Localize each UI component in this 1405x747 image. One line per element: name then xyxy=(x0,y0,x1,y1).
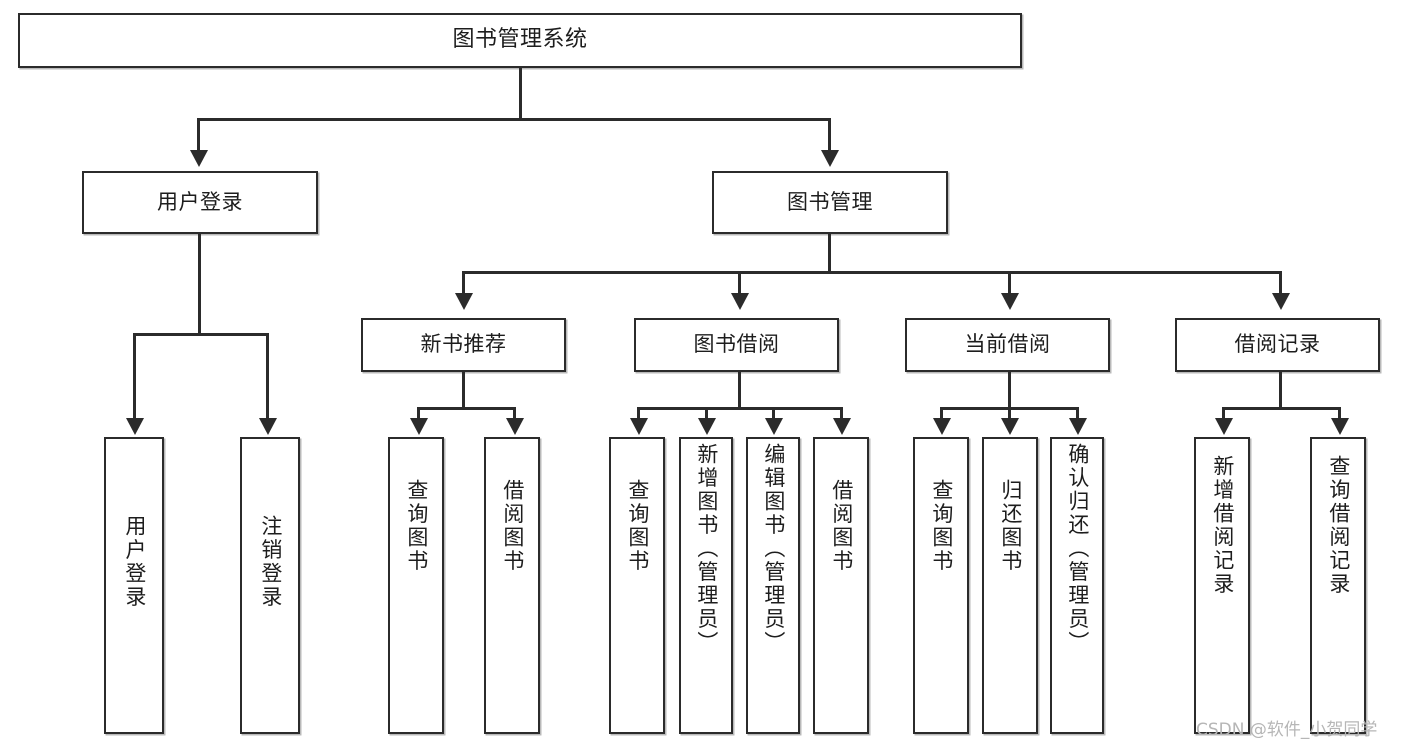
arrow-user-login xyxy=(190,150,208,167)
connector-user-login-bus xyxy=(133,333,269,336)
connector-drop-leaf-query-book-1 xyxy=(417,407,420,420)
connector-drop-leaf-confirm-return xyxy=(1076,407,1079,420)
node-borrow-record[interactable]: 借阅记录 xyxy=(1175,318,1380,372)
arrow-leaf-confirm-return xyxy=(1069,418,1087,435)
connector-current-borrow-stem xyxy=(1008,372,1011,410)
node-current-borrow-label: 当前借阅 xyxy=(964,332,1051,357)
connector-drop-leaf-borrow-book-2 xyxy=(840,407,843,420)
arrow-leaf-add-record xyxy=(1215,418,1233,435)
connector-drop-leaf-query-book-3 xyxy=(940,407,943,420)
node-new-book-recommend-label: 新书推荐 xyxy=(420,332,507,357)
connector-drop-borrow-record xyxy=(1279,271,1282,295)
node-root-label: 图书管理系统 xyxy=(452,27,588,53)
arrow-current-borrow xyxy=(1001,293,1019,310)
arrow-leaf-query-book-3 xyxy=(933,418,951,435)
arrow-leaf-borrow-book-1 xyxy=(506,418,524,435)
leaf-confirm-return[interactable]: 确认归还（管理员） xyxy=(1050,437,1104,734)
leaf-add-book[interactable]: 新增图书（管理员） xyxy=(679,437,733,734)
leaf-user-login-label: 用户登录 xyxy=(122,515,147,609)
connector-drop-leaf-query-record xyxy=(1338,407,1341,420)
connector-user-login-stem xyxy=(198,234,201,335)
connector-drop-new-book-recommend xyxy=(462,271,465,295)
leaf-query-book-2-label: 查询图书 xyxy=(625,479,650,573)
leaf-borrow-book-2-label: 借阅图书 xyxy=(829,479,854,573)
connector-drop-leaf-borrow-book-1 xyxy=(513,407,516,420)
leaf-edit-book[interactable]: 编辑图书（管理员） xyxy=(746,437,800,734)
leaf-query-book-2[interactable]: 查询图书 xyxy=(609,437,665,734)
leaf-query-book-3-label: 查询图书 xyxy=(929,479,954,573)
connector-new-book-recommend-stem xyxy=(462,372,465,410)
arrow-borrow-record xyxy=(1272,293,1290,310)
connector-book-management-stem xyxy=(828,234,831,274)
connector-level2-bus xyxy=(197,118,831,121)
leaf-add-book-label: 新增图书（管理员） xyxy=(694,443,719,655)
leaf-query-record[interactable]: 查询借阅记录 xyxy=(1310,437,1366,734)
connector-drop-leaf-add-record xyxy=(1222,407,1225,420)
connector-drop-current-borrow xyxy=(1008,271,1011,295)
node-book-borrow[interactable]: 图书借阅 xyxy=(634,318,839,372)
connector-book-borrow-stem xyxy=(738,372,741,410)
leaf-borrow-book-1-label: 借阅图书 xyxy=(500,479,525,573)
connector-drop-leaf-add-book xyxy=(705,407,708,420)
connector-drop-leaf-user-logout xyxy=(266,333,269,420)
connector-drop-leaf-query-book-2 xyxy=(637,407,640,420)
arrow-leaf-borrow-book-2 xyxy=(833,418,851,435)
leaf-borrow-book-2[interactable]: 借阅图书 xyxy=(813,437,869,734)
arrow-leaf-edit-book xyxy=(765,418,783,435)
connector-drop-leaf-user-login xyxy=(133,333,136,420)
node-current-borrow[interactable]: 当前借阅 xyxy=(905,318,1110,372)
leaf-borrow-book-1[interactable]: 借阅图书 xyxy=(484,437,540,734)
leaf-user-logout[interactable]: 注销登录 xyxy=(240,437,300,734)
connector-drop-leaf-edit-book xyxy=(772,407,775,420)
leaf-confirm-return-label: 确认归还（管理员） xyxy=(1065,443,1090,655)
leaf-add-record[interactable]: 新增借阅记录 xyxy=(1194,437,1250,734)
connector-book-borrow-bus xyxy=(637,407,843,410)
leaf-user-logout-label: 注销登录 xyxy=(258,515,283,609)
arrow-book-management xyxy=(821,150,839,167)
connector-drop-user-login xyxy=(197,118,200,152)
node-root[interactable]: 图书管理系统 xyxy=(18,13,1022,68)
csdn-watermark: CSDN @软件_小贺同学 xyxy=(1196,720,1378,740)
leaf-query-book-1[interactable]: 查询图书 xyxy=(388,437,444,734)
node-book-borrow-label: 图书借阅 xyxy=(693,332,780,357)
connector-borrow-record-bus xyxy=(1222,407,1341,410)
node-borrow-record-label: 借阅记录 xyxy=(1234,332,1321,357)
connector-level3-bus xyxy=(462,271,1282,274)
connector-new-book-recommend-bus xyxy=(417,407,516,410)
node-user-login-label: 用户登录 xyxy=(157,189,243,214)
leaf-return-book-label: 归还图书 xyxy=(998,479,1023,573)
arrow-book-borrow xyxy=(731,293,749,310)
leaf-query-book-3[interactable]: 查询图书 xyxy=(913,437,969,734)
arrow-leaf-return-book xyxy=(1001,418,1019,435)
leaf-edit-book-label: 编辑图书（管理员） xyxy=(761,443,786,655)
connector-root-stem xyxy=(519,68,522,120)
leaf-return-book[interactable]: 归还图书 xyxy=(982,437,1038,734)
connector-borrow-record-stem xyxy=(1279,372,1282,410)
arrow-leaf-user-logout xyxy=(259,418,277,435)
leaf-query-book-1-label: 查询图书 xyxy=(404,479,429,573)
connector-drop-book-borrow xyxy=(738,271,741,295)
connector-drop-leaf-return-book xyxy=(1008,407,1011,420)
node-book-management-label: 图书管理 xyxy=(787,189,873,214)
node-new-book-recommend[interactable]: 新书推荐 xyxy=(361,318,566,372)
node-book-management[interactable]: 图书管理 xyxy=(712,171,948,234)
connector-drop-book-management xyxy=(828,118,831,152)
node-user-login[interactable]: 用户登录 xyxy=(82,171,318,234)
arrow-leaf-user-login xyxy=(126,418,144,435)
leaf-add-record-label: 新增借阅记录 xyxy=(1210,455,1235,596)
arrow-leaf-add-book xyxy=(698,418,716,435)
arrow-leaf-query-book-2 xyxy=(630,418,648,435)
leaf-query-record-label: 查询借阅记录 xyxy=(1326,455,1351,596)
leaf-user-login[interactable]: 用户登录 xyxy=(104,437,164,734)
arrow-new-book-recommend xyxy=(455,293,473,310)
arrow-leaf-query-book-1 xyxy=(410,418,428,435)
arrow-leaf-query-record xyxy=(1331,418,1349,435)
